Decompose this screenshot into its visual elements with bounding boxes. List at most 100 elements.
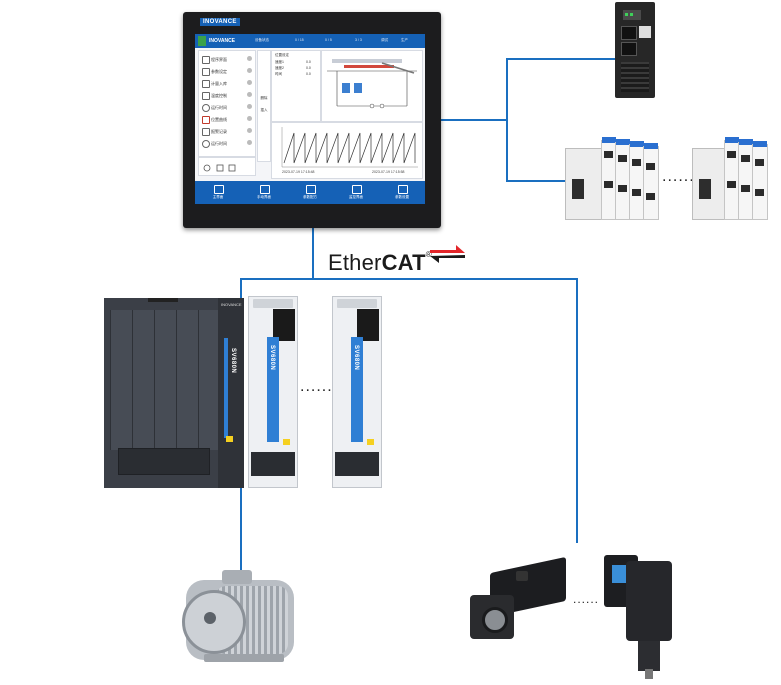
screen-trend-chart: 2023-07-19 17:15:48 2023-07-19 17:15:58 <box>271 122 423 179</box>
screen-top-label: 3 / 3 <box>355 38 362 42</box>
chart-icon <box>202 80 210 88</box>
drive-model-label: SV680N <box>353 345 359 371</box>
side-menu-label: 计量入库 <box>211 81 227 86</box>
warning-icon <box>226 436 233 442</box>
drive-display-icon <box>612 565 626 583</box>
side-menu-item[interactable]: 计量入库 <box>202 78 252 88</box>
side-menu-item[interactable]: 程序界面 <box>202 54 252 64</box>
tab-label: 参数配方 <box>303 195 317 199</box>
tab-recipe[interactable]: 参数配方 <box>295 183 325 202</box>
ethercat-cat-text: CAT <box>381 250 426 275</box>
side-menu-label: 位置曲线 <box>211 117 227 122</box>
side-menu-item[interactable]: 参数设定 <box>202 66 252 76</box>
large-drive-unit: SV680N INOVANCE <box>104 298 244 488</box>
side-menu-label: 运行时间 <box>211 141 227 146</box>
settings-icon <box>398 185 408 194</box>
motor-ellipsis: ...... <box>573 592 600 606</box>
drive-to-motor-line <box>240 488 242 580</box>
io-module <box>643 143 659 220</box>
drive-brand: INOVANCE <box>221 302 242 307</box>
screen-status-icon <box>198 36 206 46</box>
terminal-block <box>621 62 649 92</box>
io-terminal <box>727 181 736 188</box>
motor-terminal-box <box>222 570 252 584</box>
servo-shaft-icon <box>645 669 653 679</box>
io-terminal <box>741 155 750 162</box>
io-terminal <box>632 189 641 196</box>
tab-label: 监控界面 <box>349 195 363 199</box>
io-connector <box>572 179 584 199</box>
servo-connector-icon <box>516 571 528 581</box>
io-terminal <box>741 185 750 192</box>
screen-top-label: 生产 <box>401 38 408 42</box>
clock-icon <box>202 104 210 112</box>
io-ellipsis: ...... <box>662 168 695 185</box>
toggle-dot-icon <box>247 68 252 73</box>
side-menu-item[interactable]: 运行时间 <box>202 138 252 148</box>
side-menu-item[interactable]: 温度控制 <box>202 90 252 100</box>
param-row-value: 0.0 <box>306 72 311 76</box>
bus-drop-drive-line <box>240 278 242 298</box>
toggle-dot-icon <box>247 104 252 109</box>
drive-panel <box>110 310 132 450</box>
side-menu-item[interactable]: 报警记录 <box>202 126 252 136</box>
tab-main[interactable]: 主界面 <box>203 183 233 202</box>
insert-button[interactable]: 插入 <box>260 108 268 112</box>
io-terminal <box>727 151 736 158</box>
screen-param-table: 位置设定 速度1 0.0 速度2 0.0 时间 0.0 <box>271 50 321 122</box>
side-menu-item[interactable]: 位置曲线 <box>202 114 252 124</box>
qr-code-icon <box>639 26 651 38</box>
ethercat-ether-text: Ether <box>328 250 382 275</box>
servo-motor-flange <box>638 641 660 671</box>
drive-grill <box>118 448 210 475</box>
io-blue-tab <box>616 139 630 145</box>
chart-end-time: 2023-07-19 17:15:58 <box>372 170 405 174</box>
io-blue-tab <box>753 141 767 147</box>
grid-icon <box>306 185 316 194</box>
hmi-to-io-line <box>441 119 508 121</box>
param-row-value: 0.0 <box>306 60 311 64</box>
music-note-icon <box>202 68 210 76</box>
drive-top-cap <box>253 299 293 308</box>
delete-button[interactable]: 删除 <box>260 96 268 100</box>
drive-model-label: SV680N <box>269 345 275 371</box>
io-blue-tab <box>644 143 658 149</box>
ethernet-port-icon <box>621 26 637 40</box>
io-terminal <box>632 159 641 166</box>
side-menu-label: 程序界面 <box>211 57 227 62</box>
tab-label: 主界面 <box>212 195 224 199</box>
drive-handle <box>148 298 178 302</box>
process-schematic <box>327 59 417 109</box>
io-base-unit <box>565 148 603 220</box>
servo-drive-module: SV680N <box>332 296 382 488</box>
drive-blue-stripe <box>351 337 363 442</box>
drive-panel <box>132 310 154 450</box>
param-row-label: 速度2 <box>275 66 284 70</box>
tab-manual[interactable]: 手动界面 <box>249 183 279 202</box>
hand-icon <box>260 185 270 194</box>
toggle-dot-icon <box>247 128 252 133</box>
io-blue-tab <box>602 137 616 143</box>
tab-settings[interactable]: 参数设置 <box>387 183 417 202</box>
motor-shaft-icon <box>204 612 216 624</box>
side-menu-item[interactable]: 运行时间 <box>202 102 252 112</box>
side-menu-label: 温度控制 <box>211 93 227 98</box>
drive-blue-stripe <box>224 338 228 438</box>
tab-label: 参数设置 <box>395 195 409 199</box>
toggle-dot-icon <box>247 56 252 61</box>
param-table-title: 位置设定 <box>275 53 289 57</box>
toggle-dot-icon <box>247 116 252 121</box>
io-module <box>724 137 740 220</box>
side-menu-label: 参数设定 <box>211 69 227 74</box>
drive-panel <box>198 310 220 450</box>
screen-top-label: 调试 <box>381 38 388 42</box>
drive-keypad <box>357 309 379 341</box>
tab-label: 手动界面 <box>257 195 271 199</box>
side-menu-label: 报警记录 <box>211 129 227 134</box>
io-bus-vertical-line <box>506 58 508 182</box>
drive-ellipsis: ...... <box>300 378 333 395</box>
io-coupler-line <box>506 58 616 60</box>
tab-monitor[interactable]: 监控界面 <box>341 183 371 202</box>
io-module <box>752 141 768 220</box>
io-module <box>615 139 631 220</box>
